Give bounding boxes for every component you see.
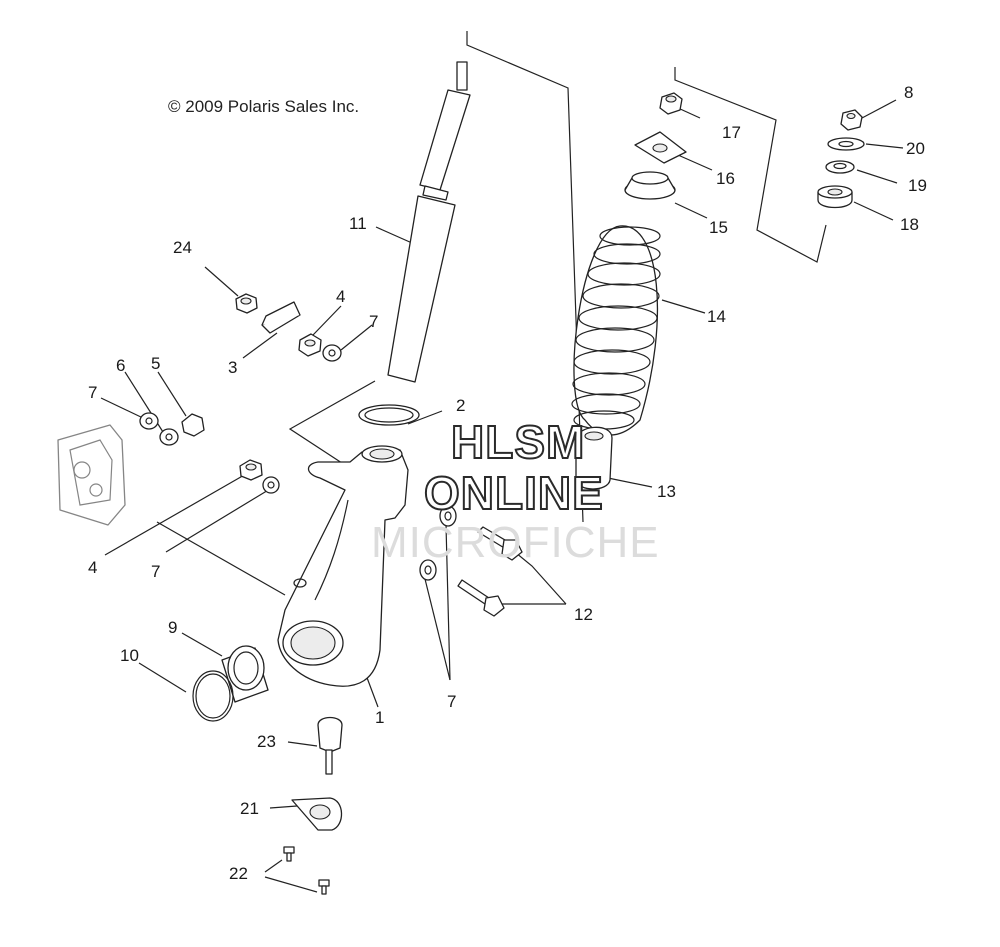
callout-12: 12 bbox=[574, 605, 593, 624]
callout-24: 24 bbox=[173, 238, 192, 257]
bump-stop bbox=[575, 426, 613, 490]
callout-17: 17 bbox=[722, 123, 741, 142]
washer-19 bbox=[825, 160, 855, 174]
ball-joint bbox=[317, 716, 343, 775]
callout-20: 20 bbox=[906, 139, 925, 158]
spring-retainer bbox=[624, 171, 676, 200]
watermark-line-2: ONLINE bbox=[423, 467, 604, 519]
washer-7-left bbox=[139, 412, 159, 430]
nut-4-lower bbox=[239, 459, 263, 481]
bolt-upper bbox=[477, 526, 523, 561]
callout-18: 18 bbox=[900, 215, 919, 234]
washer-7-upper bbox=[439, 505, 457, 527]
screw-lower bbox=[318, 879, 330, 895]
callout-11: 11 bbox=[349, 214, 367, 233]
bolt-lower bbox=[457, 579, 505, 617]
washer-20 bbox=[827, 137, 865, 151]
callout-7-mid: 7 bbox=[151, 562, 161, 581]
wheel-bearing bbox=[221, 645, 269, 703]
callout-6: 6 bbox=[116, 356, 126, 375]
callout-4-upper: 4 bbox=[336, 287, 346, 306]
washer-7-mid bbox=[262, 476, 280, 494]
callout-23: 23 bbox=[257, 732, 276, 751]
callout-14: 14 bbox=[707, 307, 726, 326]
nut-24 bbox=[235, 293, 258, 314]
callout-4-lower: 4 bbox=[88, 558, 98, 577]
upper-cup bbox=[634, 131, 687, 164]
callout-7-lower: 7 bbox=[447, 692, 457, 711]
washer-6 bbox=[159, 428, 179, 446]
watermark-line-3: MICROFICHE bbox=[371, 518, 660, 567]
callout-16: 16 bbox=[716, 169, 735, 188]
callout-7-top: 7 bbox=[369, 312, 379, 331]
shock-absorber bbox=[387, 61, 471, 383]
callout-2: 2 bbox=[456, 396, 466, 415]
bushing-18 bbox=[817, 185, 853, 209]
callout-21: 21 bbox=[240, 799, 259, 818]
brake-caliper bbox=[57, 424, 126, 526]
washer-7-top bbox=[322, 344, 342, 362]
screw-upper bbox=[283, 846, 295, 862]
coil-spring bbox=[571, 225, 661, 436]
nut-4-upper bbox=[298, 333, 322, 357]
callout-3: 3 bbox=[228, 358, 238, 377]
ball-joint-plate bbox=[291, 797, 343, 831]
callout-8: 8 bbox=[904, 83, 914, 102]
leader-lines bbox=[100, 31, 904, 893]
snap-ring bbox=[192, 670, 234, 722]
bolt-5 bbox=[181, 413, 205, 437]
mount-nut bbox=[840, 109, 863, 131]
callout-9: 9 bbox=[168, 618, 178, 637]
callout-7-left: 7 bbox=[88, 383, 98, 402]
steering-knuckle bbox=[277, 445, 409, 687]
callout-19: 19 bbox=[908, 176, 927, 195]
bracket-3 bbox=[261, 301, 301, 334]
callout-10: 10 bbox=[120, 646, 139, 665]
callout-5: 5 bbox=[151, 354, 161, 373]
copyright-text: © 2009 Polaris Sales Inc. bbox=[168, 97, 360, 116]
callout-22: 22 bbox=[229, 864, 248, 883]
callout-13: 13 bbox=[657, 482, 676, 501]
callout-15: 15 bbox=[709, 218, 728, 237]
washer-7-lower bbox=[419, 559, 437, 581]
callout-1: 1 bbox=[375, 708, 385, 727]
upper-nut bbox=[659, 92, 683, 115]
watermark-line-1: HLSM bbox=[450, 416, 586, 468]
